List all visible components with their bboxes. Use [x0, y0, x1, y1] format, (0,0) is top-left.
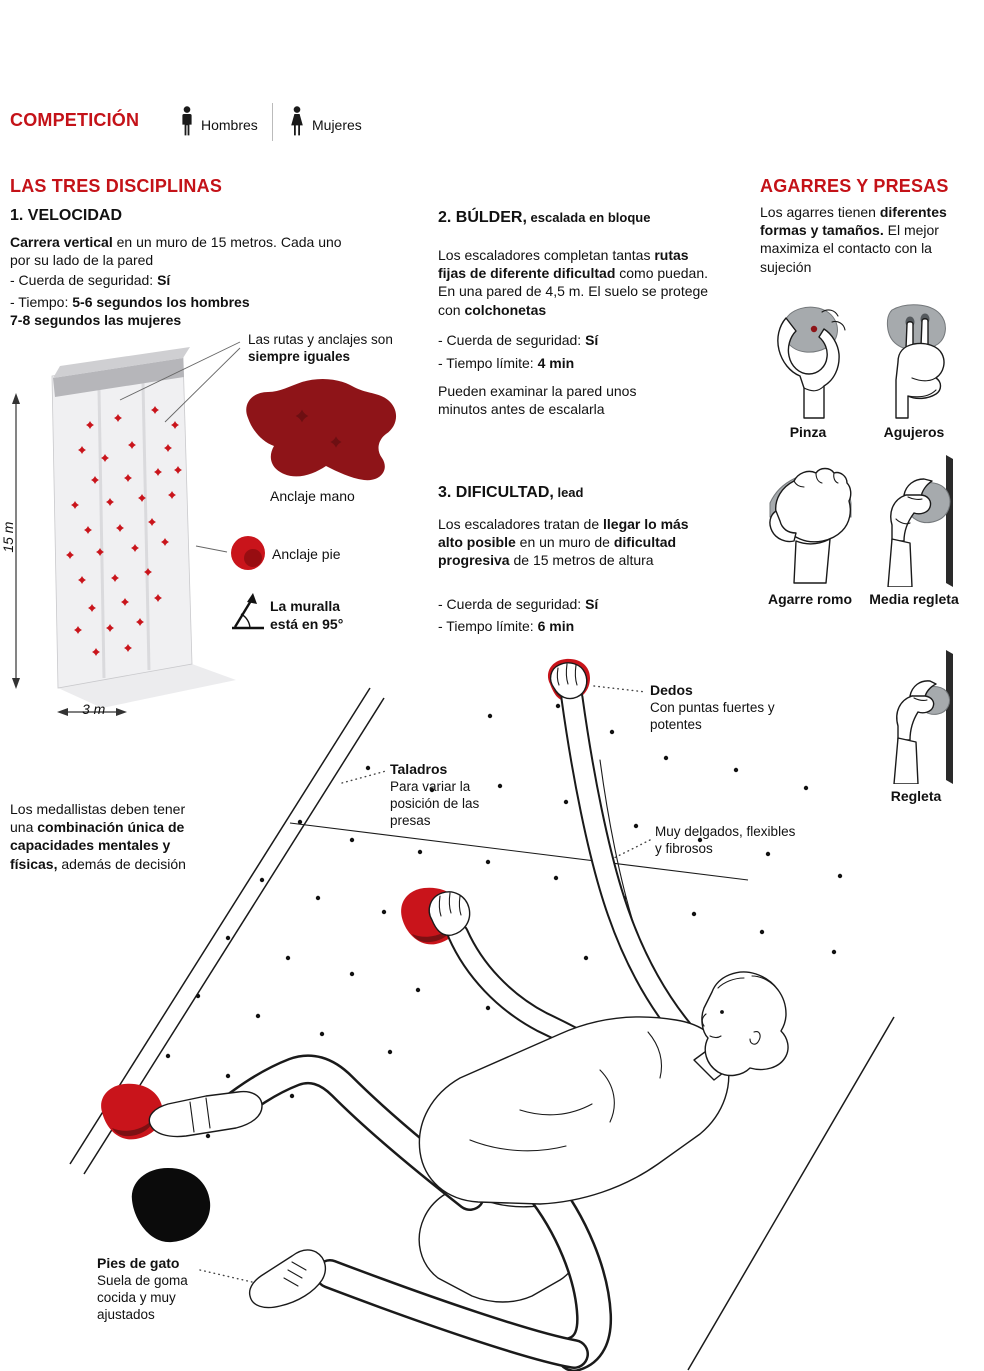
climbing-shoe-on-hold [148, 1090, 263, 1138]
velocidad-tiempo: - Tiempo: 5-6 segundos los hombres 7-8 se… [10, 293, 350, 329]
grip-regleta-icon [893, 650, 953, 784]
width-label: 3 m [82, 701, 106, 717]
tiempo-value-men: 5-6 segundos los hombres [72, 294, 250, 310]
grip-regleta-label: Regleta [890, 788, 942, 804]
leader-lines [199, 685, 651, 1283]
height-label: 15 m [0, 521, 16, 553]
velocity-wall-illustration [12, 341, 397, 716]
bulder-p-b1: rutas fijas de diferente dificultad [438, 247, 689, 282]
dificultad-paragraph: Los escaladores tratan de llegar lo más … [438, 515, 694, 570]
grips-intro-b1: diferentes formas y tamaños. [760, 204, 947, 239]
bulder-title-row: 2. BÚLDER, escalada en bloque [438, 209, 650, 227]
bulder-paragraph: Los escaladores completan tantas rutas f… [438, 246, 710, 319]
climbing-shoe-laced [248, 1249, 327, 1309]
pies-text: Suela de goma cocida y muy ajustados [97, 1272, 188, 1323]
angle-label-line2: está en 95° [270, 616, 344, 633]
legend-men-label: Hombres [201, 117, 258, 133]
dificultad-title-row: 3. DIFICULTAD, lead [438, 484, 583, 502]
grips-intro: Los agarres tienen diferentes formas y t… [760, 203, 956, 276]
bulder-p-b2: colchonetas [464, 301, 547, 318]
bulder-tiempo-label: - Tiempo límite: [438, 355, 538, 371]
medalists-note: Los medallistas deben tener una combinac… [10, 800, 188, 873]
dif-p-r1: Los escaladores tratan de [438, 516, 603, 532]
dif-cuerda-value: Sí [585, 596, 599, 612]
bulder-title: 2. BÚLDER, [438, 209, 527, 226]
grips-intro-r1: Los agarres tienen [760, 204, 880, 220]
bulder-subtitle: escalada en bloque [526, 210, 651, 225]
angle-label: La muralla está en 95° [270, 597, 343, 633]
dif-tiempo-label: - Tiempo límite: [438, 618, 538, 634]
bulder-p-r1: Los escaladores completan tantas [438, 247, 655, 263]
taladros-label: Taladros Para variar la posición de las … [390, 761, 490, 829]
dedos-label: Dedos Con puntas fuertes y potentes [650, 682, 790, 733]
dificultad-title: 3. DIFICULTAD, [438, 484, 554, 501]
tiempo-label: - Tiempo: [10, 294, 73, 310]
anchor-hand-label: Anclaje mano [270, 488, 355, 504]
fibras-label: Muy delgados, flexibles y fibrosos [655, 824, 796, 857]
climber-figure [148, 662, 789, 1371]
taladros-text: Para variar la posición de las presas [390, 778, 480, 829]
taladros-title: Taladros [390, 761, 448, 777]
climber-illustration [69, 658, 895, 1371]
medalists-r1: Los medallistas deben tener una [10, 801, 186, 836]
wall-front-face [51, 355, 193, 689]
pies-title: Pies de gato [97, 1255, 180, 1271]
dificultad-cuerda: - Cuerda de seguridad: Sí [438, 595, 710, 613]
bulder-note: Pueden examinar la pared unos minutos an… [438, 383, 637, 418]
black-hold [131, 1168, 211, 1243]
dificultad-subtitle: lead [553, 485, 584, 500]
velocidad-intro-rest: en un muro de 15 metros. Cada uno por su… [10, 234, 342, 269]
routes-note-bold: siempre iguales [248, 349, 351, 365]
bulder-tiempo: - Tiempo límite: 4 min [438, 354, 710, 372]
dif-p-r3: de 15 metros de altura [509, 552, 654, 569]
page-title: COMPETICIÓN [10, 110, 140, 130]
bulder-cuerda-label: - Cuerda de seguridad: [438, 332, 586, 348]
legend-women-label: Mujeres [312, 117, 362, 133]
velocidad-intro-bold: Carrera vertical [10, 234, 113, 250]
disciplines-heading: LAS TRES DISCIPLINAS [10, 176, 223, 196]
grip-pinza-label: Pinza [789, 424, 827, 440]
routes-note-rest: Las rutas y anclajes son [248, 332, 393, 347]
grip-romo-label: Agarre romo [767, 591, 853, 607]
cuerda-value: Sí [157, 272, 171, 288]
velocidad-cuerda: - Cuerda de seguridad: Sí [10, 271, 350, 289]
grips-heading: AGARRES Y PRESAS [760, 176, 949, 196]
anchor-hand-shape [246, 378, 397, 481]
grip-media-regleta-icon [887, 455, 953, 587]
grip-agujeros-icon [887, 304, 946, 419]
routes-note: Las rutas y anclajes son siempre iguales [248, 331, 408, 365]
dificultad-tiempo: - Tiempo límite: 6 min [438, 617, 710, 635]
grip-media-regleta-label: Media regleta [869, 591, 959, 607]
cuerda-label: - Cuerda de seguridad: [10, 272, 158, 288]
tiempo-value-women: 7-8 segundos las mujeres [10, 312, 182, 329]
dif-cuerda-label: - Cuerda de seguridad: [438, 596, 586, 612]
bulder-cuerda: - Cuerda de seguridad: Sí [438, 331, 710, 349]
grip-agujeros-label: Agujeros [883, 424, 945, 440]
bulder-tiempo-value: 4 min [537, 355, 575, 371]
medalists-b1: combinación única de capacidades mentale… [10, 819, 185, 872]
grips-intro-r2: El mejor maximiza el contacto con la suj… [760, 222, 939, 275]
medalists-r2: además de decisión [57, 855, 186, 872]
angle-95-icon [232, 593, 264, 630]
bulder-p-r2: como puedan. En una pared de 4,5 m. El s… [438, 265, 709, 318]
velocidad-intro: Carrera vertical en un muro de 15 metros… [10, 233, 350, 269]
angle-label-line1: La muralla [270, 598, 341, 614]
bulder-cuerda-value: Sí [585, 332, 599, 348]
dedos-title: Dedos [650, 682, 693, 698]
dif-tiempo-value: 6 min [537, 618, 575, 634]
anchor-foot-label: Anclaje pie [272, 546, 341, 562]
dedos-text: Con puntas fuertes y potentes [650, 699, 775, 732]
velocidad-title: 1. VELOCIDAD [10, 207, 123, 224]
dif-p-b1: llegar lo más alto posible [438, 516, 689, 551]
female-icon [288, 106, 306, 141]
wall-top-band [53, 358, 184, 397]
dif-p-b2: dificultad progresiva [438, 534, 677, 569]
grip-romo-icon [769, 467, 852, 584]
legend-divider [272, 103, 273, 141]
male-icon [179, 106, 195, 141]
pies-de-gato-label: Pies de gato Suela de goma cocida y muy … [97, 1255, 209, 1323]
anchor-foot-shape [231, 536, 265, 570]
grip-pinza-icon [777, 306, 846, 419]
dif-p-r2: en un muro de [515, 534, 614, 551]
